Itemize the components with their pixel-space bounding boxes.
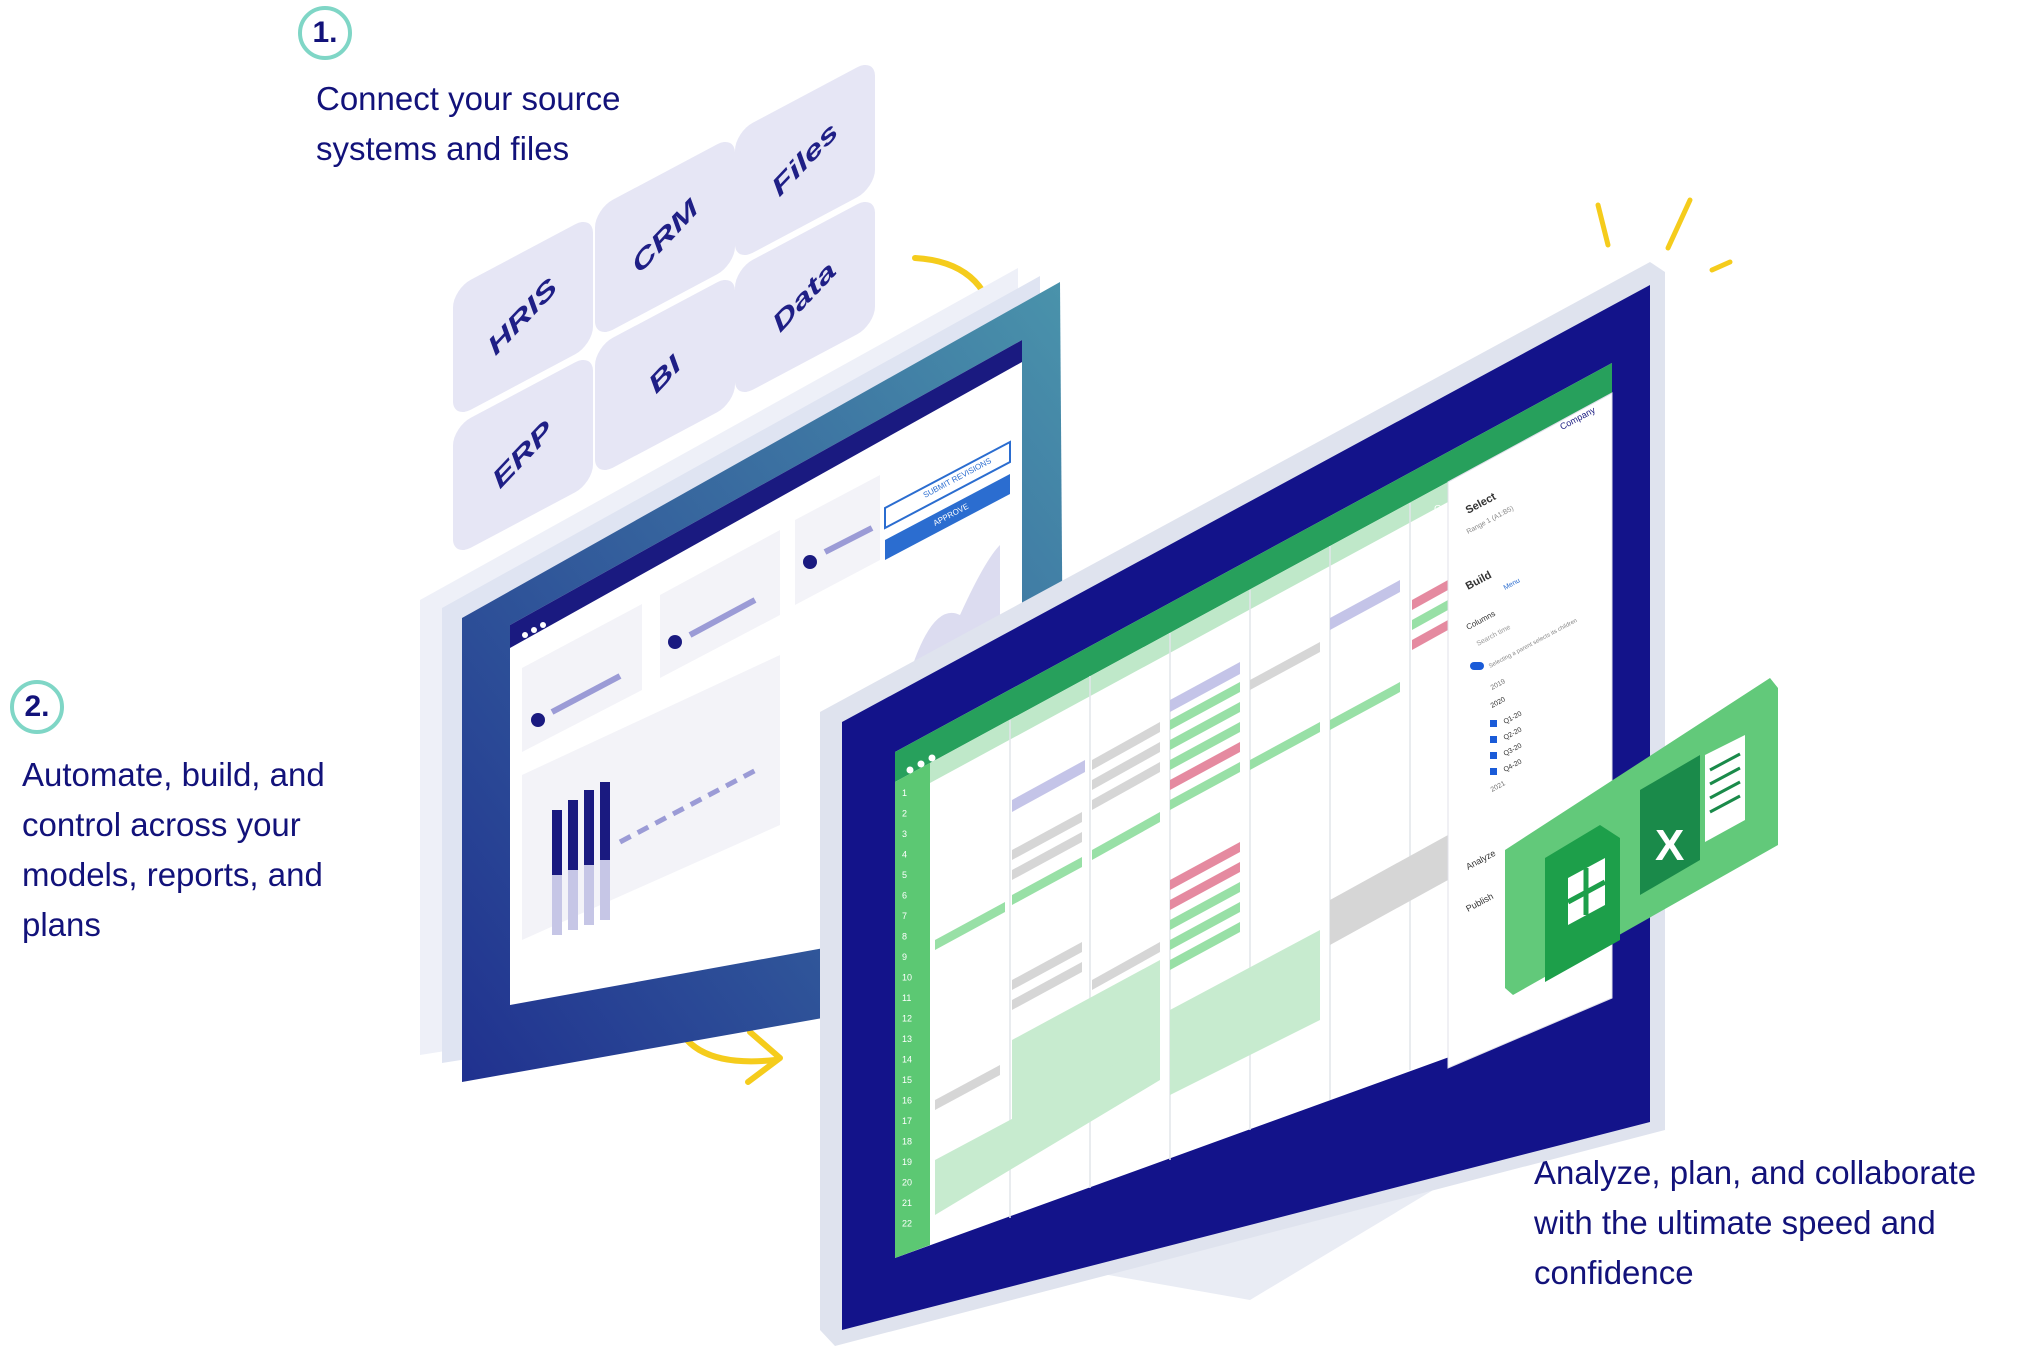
column-header-e[interactable]: E	[1288, 590, 1295, 601]
step-3-text: Analyze, plan, and collaborate with the …	[1534, 1154, 1977, 1291]
svg-text:X: X	[1655, 821, 1684, 870]
step-1-badge: 1.	[298, 6, 352, 60]
row-header[interactable]: 13	[902, 1034, 912, 1044]
row-header[interactable]: 16	[902, 1096, 912, 1106]
column-header-d[interactable]: D	[1208, 633, 1215, 644]
monitor: A B C D E F G 12345678910111213141516171…	[820, 262, 1665, 1346]
row-header[interactable]: 19	[902, 1157, 912, 1167]
column-header-c[interactable]: C	[1128, 676, 1135, 687]
row-header[interactable]: 14	[902, 1055, 912, 1065]
row-header[interactable]: 15	[902, 1075, 912, 1085]
sparkle-icon	[1595, 197, 1733, 273]
row-header[interactable]: 9	[902, 952, 907, 962]
row-header[interactable]: 12	[902, 1014, 912, 1024]
row-header[interactable]: 6	[902, 891, 907, 901]
row-header[interactable]: 5	[902, 870, 907, 880]
row-header[interactable]: 10	[902, 973, 912, 983]
row-header[interactable]: 3	[902, 829, 907, 839]
row-header[interactable]: 17	[902, 1116, 912, 1126]
google-sheets-icon	[1545, 825, 1620, 982]
microsoft-excel-icon: X	[1640, 735, 1745, 895]
column-header-a[interactable]: A	[968, 762, 975, 773]
row-header[interactable]: 1	[902, 788, 907, 798]
row-header[interactable]: 4	[902, 850, 907, 860]
spreadsheet-apps-badge: X	[1505, 678, 1778, 995]
step-1-text: Connect your source systems and files	[316, 80, 621, 167]
column-header-g[interactable]: G	[1434, 504, 1442, 515]
row-header[interactable]: 7	[902, 911, 907, 921]
column-header-f[interactable]: F	[1368, 547, 1374, 558]
row-header[interactable]: 2	[902, 809, 907, 819]
step-2-badge: 2.	[10, 680, 64, 734]
row-header[interactable]: 18	[902, 1137, 912, 1147]
row-header[interactable]: 21	[902, 1198, 912, 1208]
column-header-b[interactable]: B	[1048, 719, 1055, 730]
toggle-switch	[1470, 662, 1484, 670]
step-2-text: Automate, build, and control across your…	[22, 756, 325, 943]
row-header[interactable]: 8	[902, 932, 907, 942]
row-header[interactable]: 20	[902, 1178, 912, 1188]
row-header[interactable]: 11	[902, 993, 911, 1003]
row-header[interactable]: 22	[902, 1219, 912, 1229]
